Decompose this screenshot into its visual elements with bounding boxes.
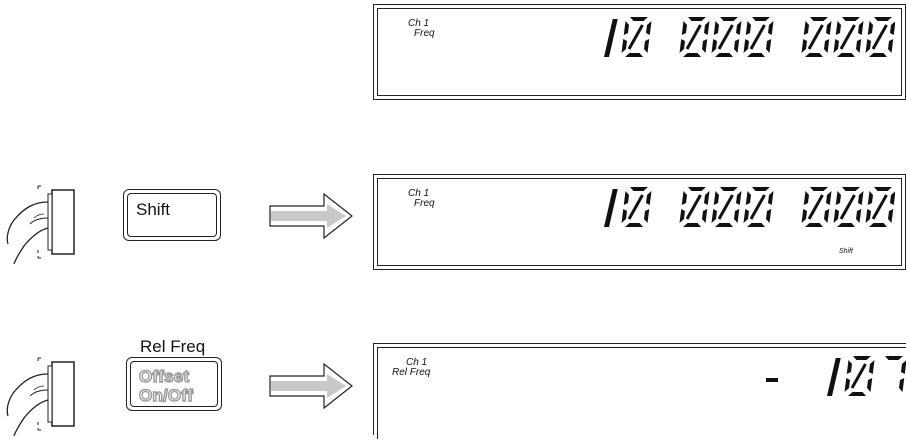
lcd-digit [743,17,774,57]
offset-key-label-line2: On/Off [138,385,194,405]
display-frame: Ch 1 Freq Shift [377,178,902,266]
channel-label: Ch 1 [406,357,428,368]
lcd-digit [711,187,742,227]
lcd-digit [711,17,742,57]
display-rel-freq: Ch 1 Rel Freq [373,343,906,439]
lcd-digit [679,17,710,57]
lcd-digit [604,189,618,227]
lcd-digit [844,356,875,396]
channel-label: Ch 1 [408,18,430,29]
lcd-digit [865,17,895,57]
lcd-digit [865,187,895,227]
shift-key[interactable]: Shift [123,189,221,241]
lcd-digit [833,17,864,57]
channel-label: Ch 1 [408,188,430,199]
shift-annunciator: Shift [838,248,853,255]
lcd-digit [743,187,774,227]
display-reading [766,356,906,396]
right-arrow-icon [269,362,353,410]
display-reading [604,17,895,57]
display-frame: Ch 1 Rel Freq [377,347,906,439]
display-shift-on: Ch 1 Freq Shift [373,174,906,270]
offset-key-label-line1: Offset [138,366,190,386]
shift-key-face: Shift [127,193,217,237]
lcd-digit [833,187,864,227]
lcd-digit [679,187,710,227]
offset-key-label: Offset On/Off [138,366,194,405]
display-reading [604,187,895,227]
lcd-digit [621,187,652,227]
display-initial: Ch 1 Freq [373,4,906,100]
shift-key-label: Shift [136,200,171,219]
lcd-digit [621,17,652,57]
rel-freq-key-label: Rel Freq [140,337,206,356]
display-frame: Ch 1 Freq [377,8,902,96]
finger-press-icon [6,185,75,265]
mode-label: Freq [414,28,435,39]
lcd-digit [604,19,618,57]
finger-press-icon [6,357,75,437]
lcd-digit [827,358,841,396]
offset-key-face: Offset On/Off [130,361,218,407]
right-arrow-icon [269,192,353,240]
offset-on-off-key[interactable]: Offset On/Off [126,357,222,411]
lcd-digit [801,187,832,227]
mode-label: Rel Freq [392,367,431,378]
minus-sign [766,378,778,382]
lcd-digit [885,356,906,392]
mode-label: Freq [414,198,435,209]
lcd-digit [801,17,832,57]
